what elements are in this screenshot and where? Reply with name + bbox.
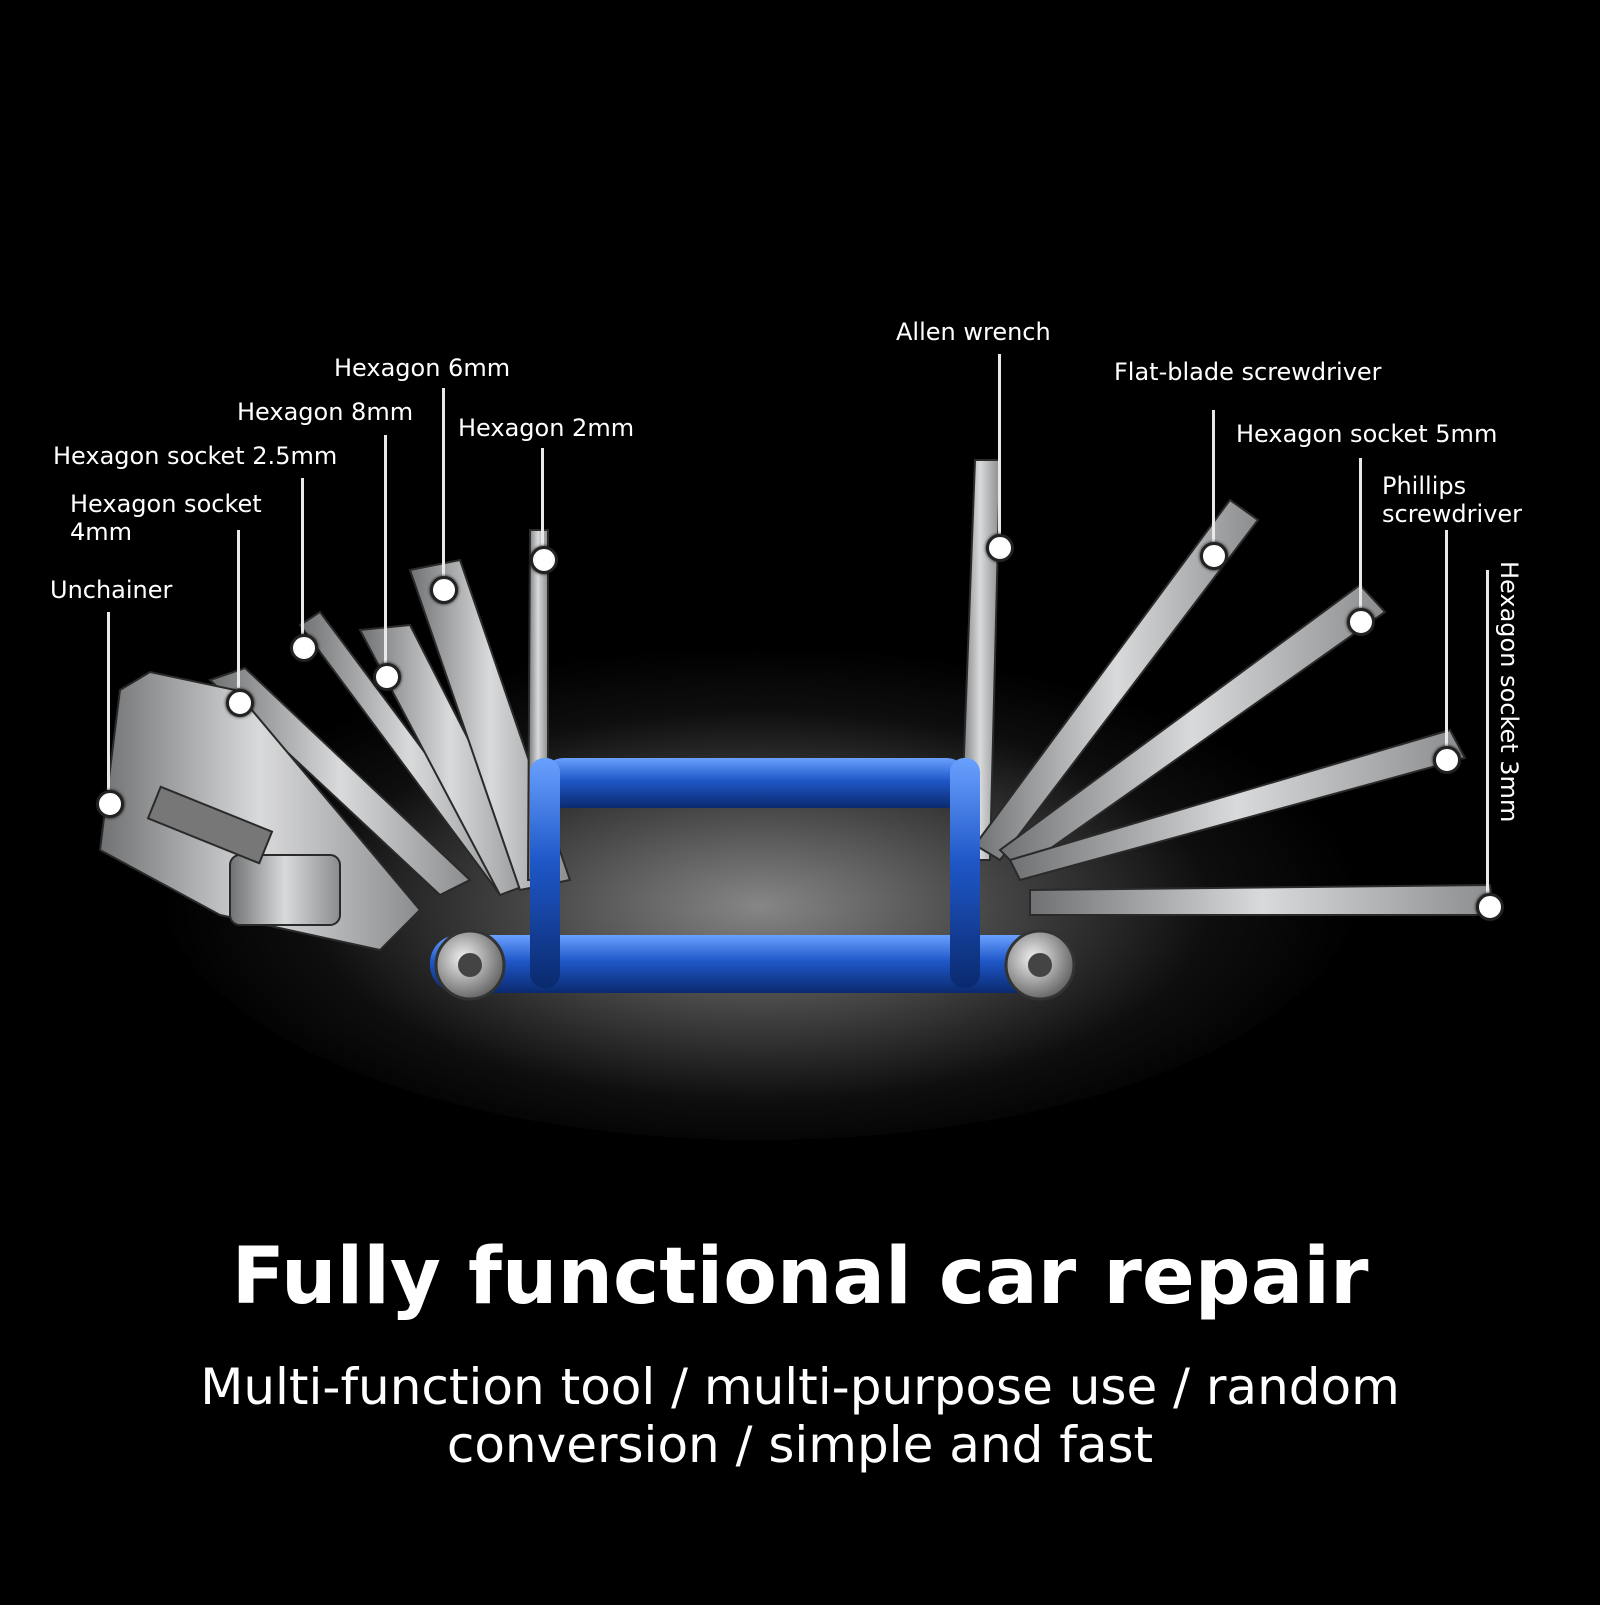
callout-line-hexagon-6mm [442,388,445,590]
label-phillips-screwdriver: Phillips screwdriver [1382,472,1522,528]
callout-dot-allen-wrench [986,534,1014,562]
callout-dot-hexagon-6mm [430,576,458,604]
label-hexagon-socket-2-5mm: Hexagon socket 2.5mm [53,442,338,470]
callout-line-hexagon-socket-3mm [1486,570,1489,900]
label-unchainer: Unchainer [50,576,173,604]
label-hexagon-2mm: Hexagon 2mm [458,414,635,442]
callout-dot-hexagon-socket-5mm [1347,608,1375,636]
left-tool-fan [98,529,572,952]
right-tool-fan [958,459,1497,916]
blue-frame [430,758,1076,1001]
callout-dot-hexagon-socket-4mm [226,689,254,717]
callout-dot-hexagon-8mm [373,663,401,691]
label-phillips-screwdriver-line2: screwdriver [1382,500,1523,528]
label-hexagon-8mm: Hexagon 8mm [237,398,414,426]
callout-dot-flat-blade-screwdriver [1200,542,1228,570]
callout-line-flat-blade-screwdriver [1212,410,1215,555]
callout-line-unchainer [107,612,110,790]
callout-line-hexagon-8mm [384,435,387,675]
subline: Multi-function tool / multi-purpose use … [200,1358,1400,1474]
callout-dot-hexagon-socket-3mm [1476,893,1504,921]
callout-dot-hexagon-socket-2-5mm [290,634,318,662]
label-hexagon-socket-4mm-line1: Hexagon socket [70,490,262,518]
label-hexagon-socket-5mm: Hexagon socket 5mm [1236,420,1498,448]
headline: Fully functional car repair [231,1232,1369,1322]
callout-dot-phillips-screwdriver [1433,746,1461,774]
label-hexagon-6mm: Hexagon 6mm [334,354,511,382]
label-allen-wrench: Allen wrench [896,318,1051,346]
callout-dot-hexagon-2mm [530,546,558,574]
callout-line-allen-wrench [998,354,1001,546]
callout-line-hexagon-socket-2-5mm [301,478,304,646]
callout-dot-unchainer [96,790,124,818]
callout-line-phillips-screwdriver [1445,530,1448,755]
label-hexagon-socket-4mm: Hexagon socket 4mm [70,490,262,546]
callout-line-hexagon-2mm [541,448,544,560]
label-phillips-screwdriver-line1: Phillips [1382,472,1467,500]
callout-line-hexagon-socket-5mm [1359,458,1362,618]
label-hexagon-socket-3mm: Hexagon socket 3mm [1495,561,1523,823]
label-flat-blade-screwdriver: Flat-blade screwdriver [1114,358,1382,386]
label-hexagon-socket-4mm-line2: 4mm [70,518,133,546]
callout-line-hexagon-socket-4mm [237,530,240,688]
